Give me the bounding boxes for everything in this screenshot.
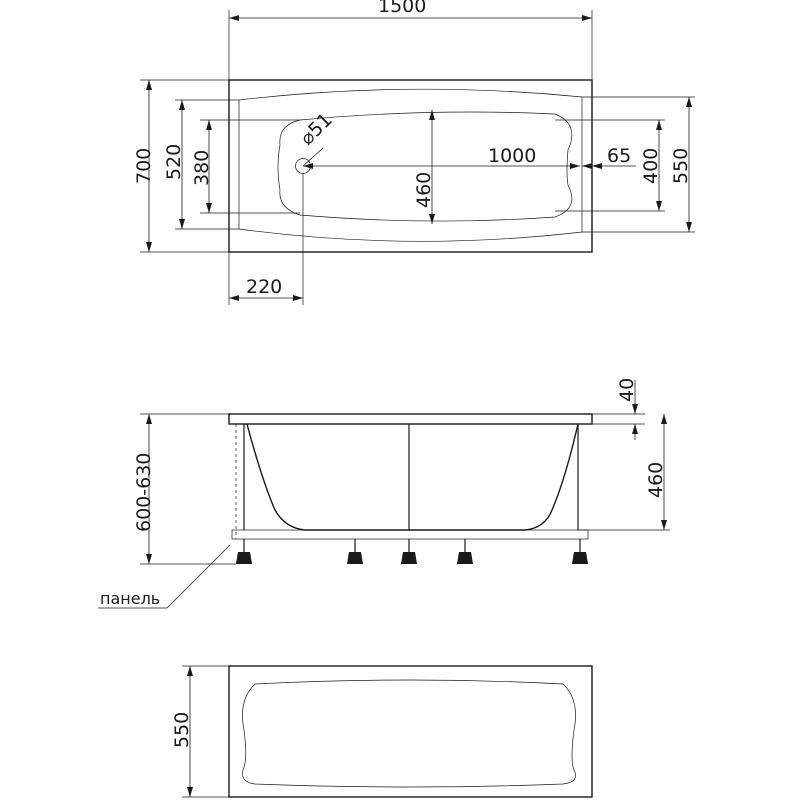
front-panel-view: 550 bbox=[171, 665, 593, 798]
side-view: 40 460 600-630 панель bbox=[98, 378, 670, 609]
dim-65: 65 bbox=[582, 145, 636, 169]
drain-leader bbox=[302, 147, 324, 167]
dim-700: 700 bbox=[133, 79, 229, 253]
top-view: ⌀51 1500 700 520 bbox=[133, 0, 695, 305]
dim-460-top-label: 460 bbox=[413, 172, 435, 208]
adjustable-feet bbox=[236, 539, 588, 564]
dim-460-top: 460 bbox=[413, 110, 435, 224]
dim-65-label: 65 bbox=[607, 145, 631, 167]
drain-diameter-label: ⌀51 bbox=[296, 109, 337, 150]
length-label: 1500 bbox=[378, 0, 426, 17]
dim-400-label: 400 bbox=[640, 148, 662, 184]
panel-label: панель bbox=[100, 589, 160, 608]
tub-body-profile bbox=[246, 423, 579, 531]
tub-rim-side bbox=[228, 413, 593, 425]
dim-1000-label: 1000 bbox=[488, 145, 536, 167]
dim-520-label: 520 bbox=[163, 144, 185, 180]
depth-label: 460 bbox=[645, 462, 667, 498]
dim-380-label: 380 bbox=[191, 150, 213, 186]
dim-1000: 1000 bbox=[303, 145, 580, 169]
panel-outer bbox=[228, 665, 593, 798]
dim-550-top-label: 550 bbox=[670, 148, 692, 184]
dim-460-side: 460 bbox=[578, 414, 670, 531]
dim-40: 40 bbox=[592, 378, 645, 440]
width-label: 700 bbox=[133, 148, 155, 184]
dim-600-630: 600-630 bbox=[133, 413, 236, 565]
dim-1500: 1500 bbox=[228, 0, 593, 80]
height-range-label: 600-630 bbox=[133, 453, 155, 532]
dim-550-top: 550 bbox=[582, 96, 695, 233]
tub-base-frame bbox=[231, 529, 589, 540]
dim-550-panel: 550 bbox=[171, 665, 229, 798]
dim-400: 400 bbox=[555, 119, 665, 212]
panel-callout: панель bbox=[98, 544, 231, 609]
rim-thickness-label: 40 bbox=[616, 378, 638, 402]
panel-height-label: 550 bbox=[171, 712, 193, 748]
dim-220: 220 bbox=[228, 173, 304, 305]
tub-basin-outline bbox=[277, 111, 573, 222]
dim-380: 380 bbox=[191, 119, 300, 214]
dim-520: 520 bbox=[163, 99, 239, 230]
panel-inner-relief bbox=[242, 679, 576, 788]
dim-220-label: 220 bbox=[246, 276, 282, 298]
